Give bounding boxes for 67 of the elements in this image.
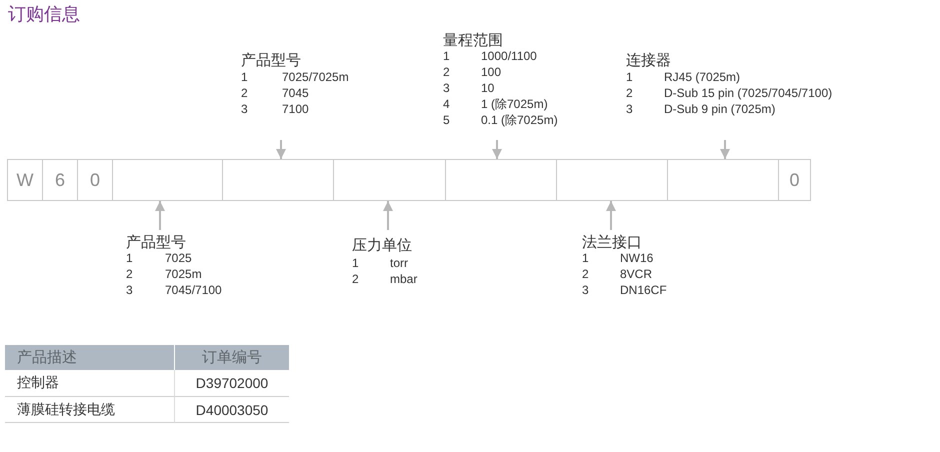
option-number: 2 (626, 85, 633, 101)
option-number: 3 (126, 282, 133, 298)
option-value: 8VCR (620, 266, 652, 282)
option-value: 0.1 (除7025m) (481, 112, 558, 128)
table-cell: D40003050 (175, 397, 289, 423)
arrow (155, 201, 165, 230)
arrow (720, 140, 730, 159)
option-number: 2 (241, 85, 248, 101)
option-number: 1 (352, 255, 359, 271)
code-cell: 0 (778, 159, 811, 201)
table-cell: 薄膜硅转接电缆 (5, 397, 175, 423)
option-number: 3 (582, 282, 589, 298)
option-value: 100 (481, 64, 502, 80)
option-value: mbar (390, 271, 418, 287)
option-number: 3 (241, 101, 248, 117)
option-number: 3 (626, 101, 633, 117)
option-value: NW16 (620, 250, 654, 266)
option-value: RJ45 (7025m) (664, 69, 740, 85)
option-number: 1 (582, 250, 589, 266)
option-value: 7025 (165, 250, 192, 266)
option-number: 2 (443, 64, 450, 80)
table-cell: 控制器 (5, 370, 175, 397)
code-cell: W (7, 159, 43, 201)
code-entry-box (445, 159, 557, 201)
code-cell: 6 (42, 159, 78, 201)
option-value: 7045/7100 (165, 282, 222, 298)
option-number: 3 (443, 80, 450, 96)
option-number: 1 (626, 69, 633, 85)
page-title: 订购信息 (8, 3, 80, 27)
option-value: torr (390, 255, 408, 271)
option-value: D-Sub 15 pin (7025/7045/7100) (664, 85, 832, 101)
table-cell: D39702000 (175, 370, 289, 397)
option-value: 7100 (282, 101, 309, 117)
option-number: 2 (126, 266, 133, 282)
option-number: 1 (443, 48, 450, 64)
option-number: 1 (126, 250, 133, 266)
option-heading: 量程范围 (443, 31, 503, 49)
option-number: 4 (443, 96, 450, 112)
code-cell: 0 (77, 159, 113, 201)
option-heading: 产品型号 (126, 233, 186, 251)
code-entry-box (112, 159, 223, 201)
code-entry-box (222, 159, 334, 201)
code-entry-box (556, 159, 668, 201)
option-number: 1 (241, 69, 248, 85)
option-number: 2 (582, 266, 589, 282)
option-value: 7025m (165, 266, 202, 282)
option-value: 7045 (282, 85, 309, 101)
option-value: DN16CF (620, 282, 667, 298)
arrow (492, 140, 502, 159)
code-entry-box (667, 159, 779, 201)
arrow (383, 201, 393, 230)
option-value: 1 (除7025m) (481, 96, 548, 112)
arrow (606, 201, 616, 230)
option-heading: 法兰接口 (582, 233, 642, 251)
option-value: 10 (481, 80, 494, 96)
table-header-cell: 产品描述 (5, 345, 175, 370)
option-heading: 压力单位 (352, 236, 412, 254)
option-heading: 产品型号 (241, 51, 301, 69)
option-value: 7025/7025m (282, 69, 349, 85)
option-value: 1000/1100 (481, 48, 537, 64)
option-number: 2 (352, 271, 359, 287)
arrow (276, 140, 286, 159)
option-value: D-Sub 9 pin (7025m) (664, 101, 776, 117)
code-entry-box (333, 159, 446, 201)
option-number: 5 (443, 112, 450, 128)
option-heading: 连接器 (626, 51, 671, 69)
table-header-cell: 订单编号 (175, 345, 289, 370)
